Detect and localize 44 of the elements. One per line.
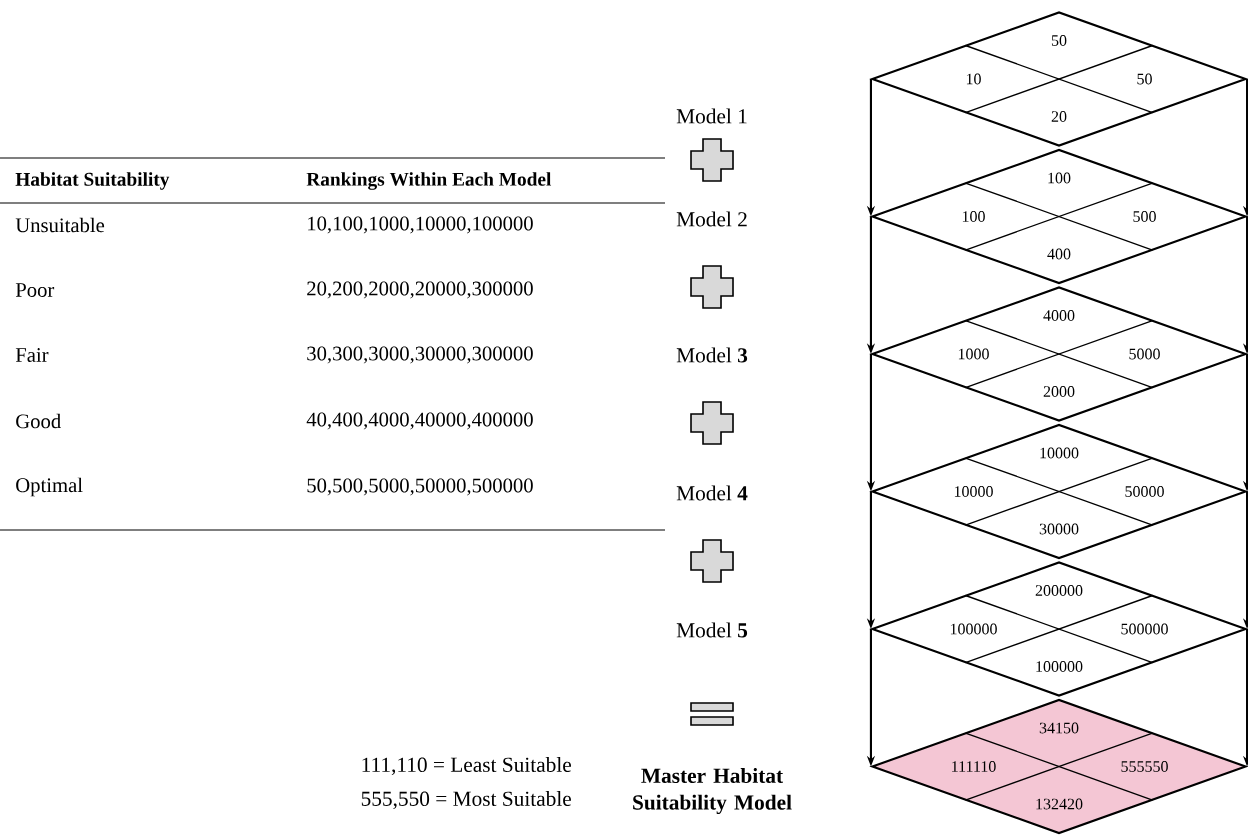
- model-label: Model 3: [676, 347, 748, 363]
- cell-value: 50: [1051, 35, 1067, 46]
- cell-value: 34150: [1039, 722, 1079, 734]
- cell-value: 100000: [1036, 661, 1083, 672]
- cell-value: 50000: [1125, 486, 1164, 497]
- model-label: Model 5: [676, 622, 748, 638]
- cell-value: 555550: [1121, 761, 1168, 772]
- result-label: Master Habitat Suitability Model: [633, 767, 792, 815]
- model-label: Model 1: [676, 108, 747, 124]
- column-header: Habitat Suitability: [15, 172, 170, 190]
- column-header: Rankings Within Each Model: [306, 172, 552, 190]
- model-label: Model 2: [676, 211, 747, 227]
- table-text: 20,200,2000,20000,300000: [307, 281, 533, 299]
- table-text: 40,400,4000,40000,400000: [306, 412, 533, 430]
- cell-value: 2000: [1043, 386, 1075, 397]
- note-text: 111,110 = Least Suitable: [362, 756, 571, 776]
- table-text: 50,500,5000,50000,500000: [307, 478, 533, 496]
- table-text: 10,100,1000,10000,100000: [308, 216, 533, 234]
- cell-value: 10000: [1040, 447, 1079, 459]
- table-text: 30,300,3000,30000,300000: [307, 346, 533, 364]
- note-text: 555,550 = Most Suitable: [361, 790, 571, 810]
- table-text: Unsuitable: [15, 217, 105, 233]
- cell-value: 100000: [950, 623, 997, 635]
- table-text: Good: [16, 413, 61, 429]
- cell-value: 30000: [1039, 523, 1079, 535]
- cell-value: 400: [1047, 248, 1071, 260]
- cell-value: 500000: [1121, 623, 1168, 635]
- cell-value: 100: [1048, 172, 1071, 184]
- cell-value: 1000: [958, 348, 989, 360]
- cell-value: 10000: [954, 486, 993, 497]
- cell-value: 4000: [1043, 310, 1075, 321]
- table-text: Poor: [15, 283, 55, 297]
- cell-value: 20: [1051, 111, 1067, 122]
- cell-value: 100: [962, 211, 985, 222]
- cell-value: 200000: [1035, 585, 1083, 596]
- model-label: Model 4: [676, 485, 748, 501]
- cell-value: 500: [1133, 211, 1156, 222]
- cell-value: 132420: [1036, 798, 1083, 810]
- cell-value: 10: [966, 73, 981, 85]
- table-text: Optimal: [16, 477, 83, 497]
- cell-value: 50: [1137, 73, 1152, 85]
- cell-value: 5000: [1129, 348, 1160, 360]
- cell-value: 111110: [952, 761, 996, 772]
- table-text: Fair: [15, 348, 49, 362]
